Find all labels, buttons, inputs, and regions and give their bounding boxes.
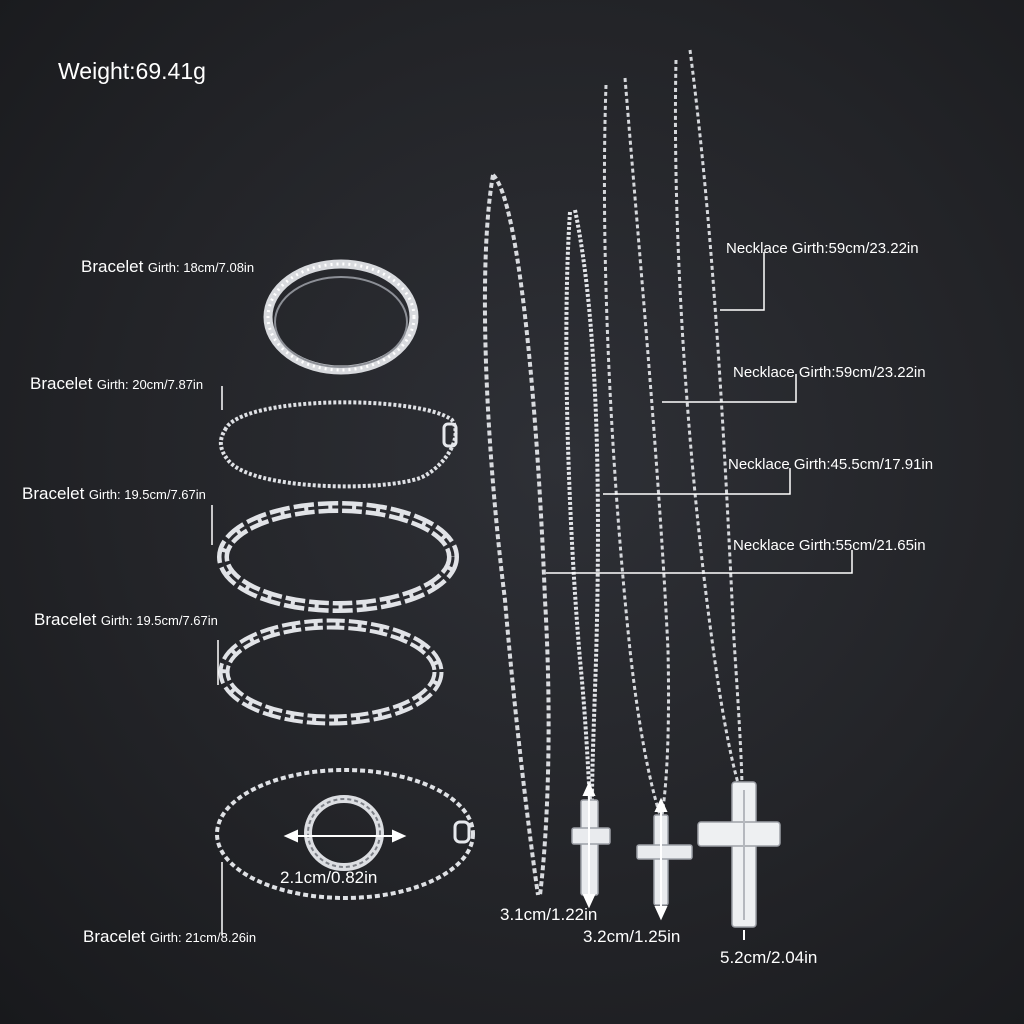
- necklace-4-label: Necklace Girth:55cm/21.65in: [733, 537, 926, 554]
- cross-pendant-large: [697, 781, 781, 928]
- cross-pendant-small: [571, 799, 611, 896]
- ring-size-label: 2.1cm/0.82in: [280, 868, 378, 887]
- cuban-link-bracelet-1: [217, 501, 459, 613]
- rhinestone-bracelet: [263, 259, 419, 375]
- pendant-3-size-label: 5.2cm/2.04in: [720, 948, 818, 967]
- cuban-link-bracelet-2: [218, 618, 444, 726]
- necklace-leader-lines: [546, 252, 853, 574]
- rope-chain-bracelet: [218, 400, 458, 489]
- bracelet-1-girth: Girth: 18cm/7.08in: [147, 260, 255, 275]
- pendant-2-size-label: 3.2cm/1.25in: [583, 927, 681, 946]
- bracelet-4-girth: Girth: 19.5cm/7.67in: [100, 613, 218, 628]
- bracelet-3-label: Bracelet Girth: 19.5cm/7.67in: [22, 484, 206, 504]
- bracelet-2-label: Bracelet Girth: 20cm/7.87in: [30, 374, 203, 394]
- rope-chain-necklace: [564, 209, 600, 801]
- pendant-arrows: [582, 781, 745, 940]
- bracelet-1-name: Bracelet: [81, 257, 144, 276]
- ring-arrow: [283, 829, 407, 843]
- ring: [304, 795, 384, 871]
- necklace-3-label: Necklace Girth:45.5cm/17.91in: [728, 456, 934, 473]
- bracelet-leader-lines: [211, 386, 223, 935]
- bracelet-5-girth: Girth: 21cm/8.26in: [149, 930, 257, 945]
- bracelet-1-label: Bracelet Girth: 18cm/7.08in: [81, 257, 254, 277]
- necklace-1-label: Necklace Girth:59cm/23.22in: [726, 240, 919, 257]
- pendant-1-size-label: 3.1cm/1.22in: [500, 905, 598, 924]
- bracelet-4-name: Bracelet: [34, 610, 97, 629]
- weight-label: Weight:69.41g: [58, 58, 206, 84]
- box-chain-necklace: [602, 77, 671, 816]
- bracelet-3-girth: Girth: 19.5cm/7.67in: [88, 487, 206, 502]
- curb-chain-necklace: [482, 173, 551, 896]
- necklace-2-label: Necklace Girth:59cm/23.22in: [733, 364, 926, 381]
- curb-chain-bracelet: [215, 768, 475, 900]
- bracelet-2-name: Bracelet: [30, 374, 93, 393]
- bracelet-4-label: Bracelet Girth: 19.5cm/7.67in: [34, 610, 218, 630]
- thin-curb-necklace: [673, 49, 744, 791]
- cross-pendant-medium: [636, 814, 693, 906]
- bracelet-5-name: Bracelet: [83, 927, 146, 946]
- bracelet-3-name: Bracelet: [22, 484, 85, 503]
- bracelet-2-girth: Girth: 20cm/7.87in: [96, 377, 204, 392]
- bracelet-5-label: Bracelet Girth: 21cm/8.26in: [83, 927, 256, 947]
